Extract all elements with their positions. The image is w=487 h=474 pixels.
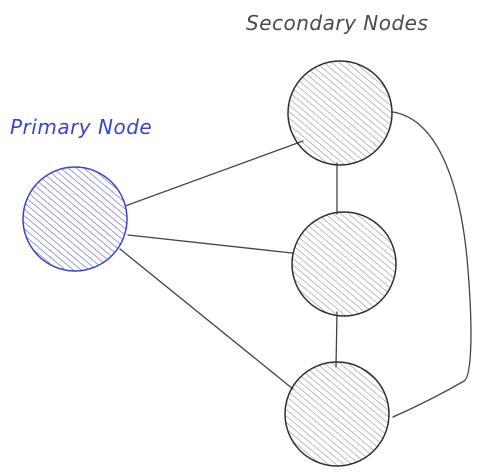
nodes xyxy=(22,60,397,467)
secondary-node-top[interactable] xyxy=(287,60,393,166)
edge-secondary-top-secondary-bottom-curve xyxy=(392,111,472,418)
secondary-node-middle[interactable] xyxy=(291,211,397,317)
primary-node[interactable] xyxy=(22,166,128,272)
edge-secondary-middle-secondary-bottom xyxy=(335,311,338,368)
edge-primary-secondary-bottom xyxy=(119,248,294,390)
secondary-node-bottom[interactable] xyxy=(284,361,390,467)
edges xyxy=(119,111,472,418)
secondary-nodes-label: Secondary Nodes xyxy=(246,11,429,35)
edge-primary-secondary-middle xyxy=(127,234,293,254)
edge-primary-secondary-top xyxy=(124,140,304,207)
primary-node-label: Primary Node xyxy=(10,115,153,139)
